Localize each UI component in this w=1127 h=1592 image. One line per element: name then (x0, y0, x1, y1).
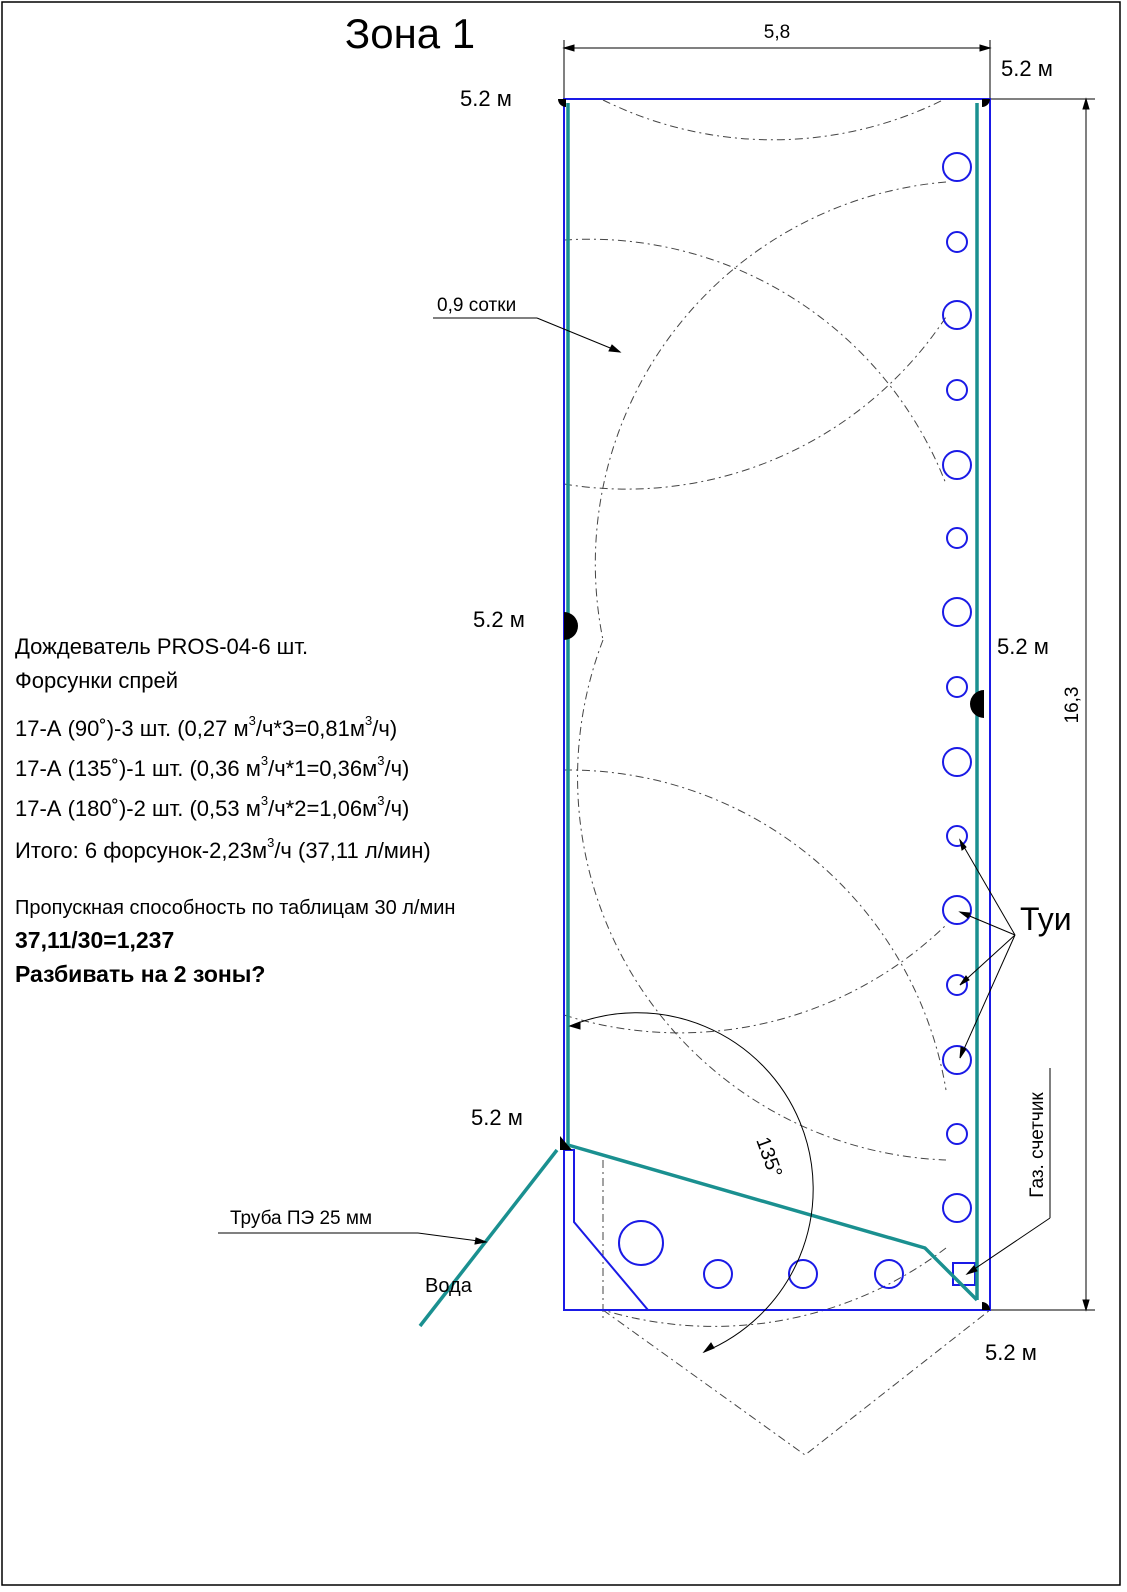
thuja-label: Туи (1020, 901, 1072, 937)
thuja-plant (946, 527, 968, 549)
sprinkler-count-line: Дождеватель PROS-04-6 шт. (15, 634, 309, 659)
pipe-diagonal (567, 1143, 979, 1302)
sprinkler-label-bottom-left: 5.2 м (471, 1105, 523, 1130)
shrub (703, 1259, 733, 1289)
angle-label: 135° (751, 1134, 786, 1180)
width-dimension-label: 5,8 (764, 22, 790, 43)
thuja-plant (942, 747, 972, 777)
shrub (618, 1220, 664, 1266)
thuja-plant (942, 152, 972, 182)
area-leader (433, 317, 622, 353)
sprinkler-head-mid-right (970, 690, 984, 718)
thuja-plant (942, 597, 972, 627)
sprinkler-head-top-right (982, 99, 990, 107)
gas-meter-label: Газ. счетчик (1027, 1092, 1048, 1198)
thuja-plant (946, 379, 968, 401)
sprinkler-head-top-left (558, 99, 566, 107)
question-line: Разбивать на 2 зоны? (15, 961, 266, 987)
thuja-plant (946, 1123, 968, 1145)
capacity-line: Пропускная способность по таблицам 30 л/… (15, 897, 456, 919)
nozzle-line-180: 17-А (180˚)-2 шт. (0,53 м3/ч*2=1,06м3/ч) (15, 793, 410, 821)
flowerbed-plants (618, 1220, 904, 1289)
thuja-plant (942, 895, 972, 925)
sprinkler-head-bottom-right (982, 1302, 990, 1310)
total-line: Итого: 6 форсунок-2,23м3/ч (37,11 л/мин) (15, 835, 431, 863)
thuja-leaders (958, 838, 1016, 1059)
nozzle-line-90: 17-А (90˚)-3 шт. (0,27 м3/ч*3=0,81м3/ч) (15, 713, 398, 741)
thuja-plant (946, 974, 968, 996)
pipe-supply (418, 1148, 559, 1328)
thuja-plant (942, 1045, 972, 1075)
thuja-plant (942, 1193, 972, 1223)
thuja-plant (942, 450, 972, 480)
angle-arc (568, 1012, 814, 1354)
sprinkler-label-mid-right: 5.2 м (997, 634, 1049, 659)
width-dimension (562, 40, 992, 100)
area-label: 0,9 сотки (437, 295, 516, 316)
thuja-plant (946, 231, 968, 253)
thuja-plant (946, 825, 968, 847)
calculation-line: 37,11/30=1,237 (15, 927, 175, 953)
zone-title: Зона 1 (345, 10, 475, 57)
water-label: Вода (425, 1275, 473, 1297)
shrub (874, 1259, 904, 1289)
length-dimension (990, 97, 1095, 1312)
plot-border (563, 98, 991, 1311)
thuja-plant (942, 300, 972, 330)
sprinkler-head-mid-left (564, 612, 578, 640)
nozzle-line-135: 17-А (135˚)-1 шт. (0,36 м3/ч*1=0,36м3/ч) (15, 753, 410, 781)
pipe-label: Труба ПЭ 25 мм (230, 1208, 372, 1229)
irrigation-pipes (418, 103, 979, 1328)
gas-meter-leader (965, 1068, 1051, 1275)
sprinkler-heads (558, 99, 990, 1310)
length-dimension-label: 16,3 (1062, 687, 1083, 724)
sprinkler-label-bottom-right: 5.2 м (985, 1340, 1037, 1365)
thuja-plant (946, 676, 968, 698)
thuja-plants (942, 152, 972, 1223)
pipe-leader (218, 1232, 488, 1245)
sprinkler-label-top-right: 5.2 м (1001, 56, 1053, 81)
shrub (788, 1259, 818, 1289)
sprinkler-label-top-left: 5.2 м (460, 86, 512, 111)
sprinkler-head-bottom-left (560, 1136, 572, 1150)
spray-coverage-arcs (563, 99, 991, 1456)
sprinkler-label-mid-left: 5.2 м (473, 607, 525, 632)
nozzle-type-line: Форсунки спрей (15, 668, 179, 693)
